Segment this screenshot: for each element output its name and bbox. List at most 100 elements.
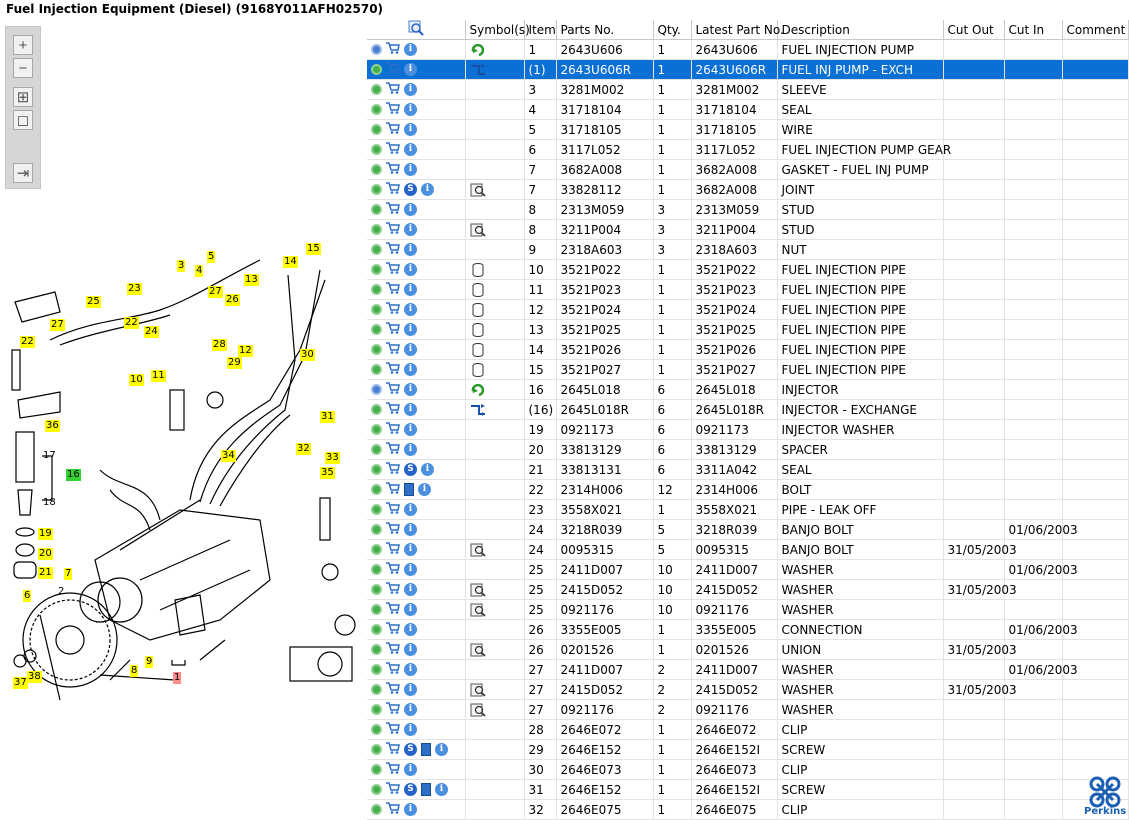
add-to-cart-icon[interactable] (386, 762, 400, 777)
add-to-cart-icon[interactable] (386, 522, 400, 537)
column-header-qty[interactable]: Qty. (653, 20, 692, 40)
part-details-gear-icon[interactable] (371, 44, 382, 55)
info-icon[interactable]: i (404, 83, 417, 96)
diagram-callout-27[interactable]: 27 (208, 286, 223, 298)
add-to-cart-icon[interactable] (386, 502, 400, 517)
diagram-callout-24[interactable]: 24 (144, 326, 159, 338)
info-icon[interactable]: i (404, 403, 417, 416)
column-header-description[interactable]: Description (777, 20, 944, 40)
info-icon[interactable]: i (404, 583, 417, 596)
add-to-cart-icon[interactable] (386, 62, 400, 77)
part-details-gear-icon[interactable] (371, 444, 382, 455)
column-header-tools[interactable] (367, 20, 466, 40)
add-to-cart-icon[interactable] (386, 422, 400, 437)
info-icon[interactable]: i (404, 563, 417, 576)
diagram-callout-37[interactable]: 37 (13, 677, 28, 689)
column-header-symbols[interactable]: Symbol(s) (465, 20, 530, 40)
search-parts-icon[interactable] (408, 20, 424, 36)
part-details-gear-icon[interactable] (371, 464, 382, 475)
part-details-gear-icon[interactable] (371, 744, 382, 755)
add-to-cart-icon[interactable] (386, 162, 400, 177)
diagram-callout-19[interactable]: 19 (38, 528, 53, 540)
add-to-cart-icon[interactable] (386, 742, 400, 757)
add-to-cart-icon[interactable] (386, 322, 400, 337)
diagram-callout-11[interactable]: 11 (151, 370, 166, 382)
part-details-gear-icon[interactable] (371, 124, 382, 135)
info-icon[interactable]: i (404, 163, 417, 176)
part-details-gear-icon[interactable] (371, 264, 382, 275)
column-header-cut-out[interactable]: Cut Out (943, 20, 1005, 40)
add-to-cart-icon[interactable] (386, 662, 400, 677)
add-to-cart-icon[interactable] (386, 702, 400, 717)
column-header-parts-no[interactable]: Parts No. (556, 20, 654, 40)
diagram-callout-10[interactable]: 10 (129, 374, 144, 386)
diagram-callout-28[interactable]: 28 (212, 339, 227, 351)
add-to-cart-icon[interactable] (386, 42, 400, 57)
part-details-gear-icon[interactable] (371, 244, 382, 255)
info-icon[interactable]: i (404, 283, 417, 296)
part-details-gear-icon[interactable] (371, 724, 382, 735)
part-details-gear-icon[interactable] (371, 804, 382, 815)
info-icon[interactable]: i (404, 723, 417, 736)
diagram-callout-26[interactable]: 26 (225, 294, 240, 306)
part-details-gear-icon[interactable] (371, 204, 382, 215)
add-to-cart-icon[interactable] (386, 302, 400, 317)
diagram-callout-35[interactable]: 35 (320, 467, 335, 479)
diagram-callout-30[interactable]: 30 (300, 349, 315, 361)
diagram-callout-22[interactable]: 22 (124, 317, 139, 329)
part-details-gear-icon[interactable] (371, 324, 382, 335)
add-to-cart-icon[interactable] (386, 602, 400, 617)
column-header-cut-in[interactable]: Cut In (1004, 20, 1063, 40)
info-icon[interactable]: i (404, 383, 417, 396)
book-icon[interactable] (404, 483, 414, 496)
info-icon[interactable]: i (404, 63, 417, 76)
add-to-cart-icon[interactable] (386, 402, 400, 417)
part-details-gear-icon[interactable] (371, 424, 382, 435)
part-details-gear-icon[interactable] (371, 224, 382, 235)
part-details-gear-icon[interactable] (371, 344, 382, 355)
add-to-cart-icon[interactable] (386, 442, 400, 457)
add-to-cart-icon[interactable] (386, 202, 400, 217)
part-details-gear-icon[interactable] (371, 184, 382, 195)
diagram-callout-18[interactable]: 18 (43, 497, 56, 508)
part-details-gear-icon[interactable] (371, 304, 382, 315)
add-to-cart-icon[interactable] (386, 102, 400, 117)
info-icon[interactable]: i (404, 443, 417, 456)
diagram-callout-34[interactable]: 34 (221, 450, 236, 462)
service-bulletin-icon[interactable]: S (404, 183, 417, 196)
diagram-callout-7[interactable]: 7 (64, 568, 73, 580)
fit-icon[interactable]: ⊞ (13, 87, 33, 107)
zoom-in-icon[interactable]: + (13, 35, 33, 55)
diagram-callout-2[interactable]: 2 (58, 586, 65, 597)
diagram-callout-36[interactable]: 36 (45, 420, 60, 432)
diagram-callout-20[interactable]: 20 (38, 548, 53, 560)
diagram-callout-31[interactable]: 31 (320, 411, 335, 423)
diagram-callout-32[interactable]: 32 (296, 443, 311, 455)
info-icon[interactable]: i (404, 123, 417, 136)
info-icon[interactable]: i (404, 623, 417, 636)
add-to-cart-icon[interactable] (386, 682, 400, 697)
part-details-gear-icon[interactable] (371, 384, 382, 395)
part-details-gear-icon[interactable] (371, 684, 382, 695)
add-to-cart-icon[interactable] (386, 362, 400, 377)
part-details-gear-icon[interactable] (371, 164, 382, 175)
add-to-cart-icon[interactable] (386, 262, 400, 277)
diagram-callout-16[interactable]: 16 (66, 469, 81, 481)
